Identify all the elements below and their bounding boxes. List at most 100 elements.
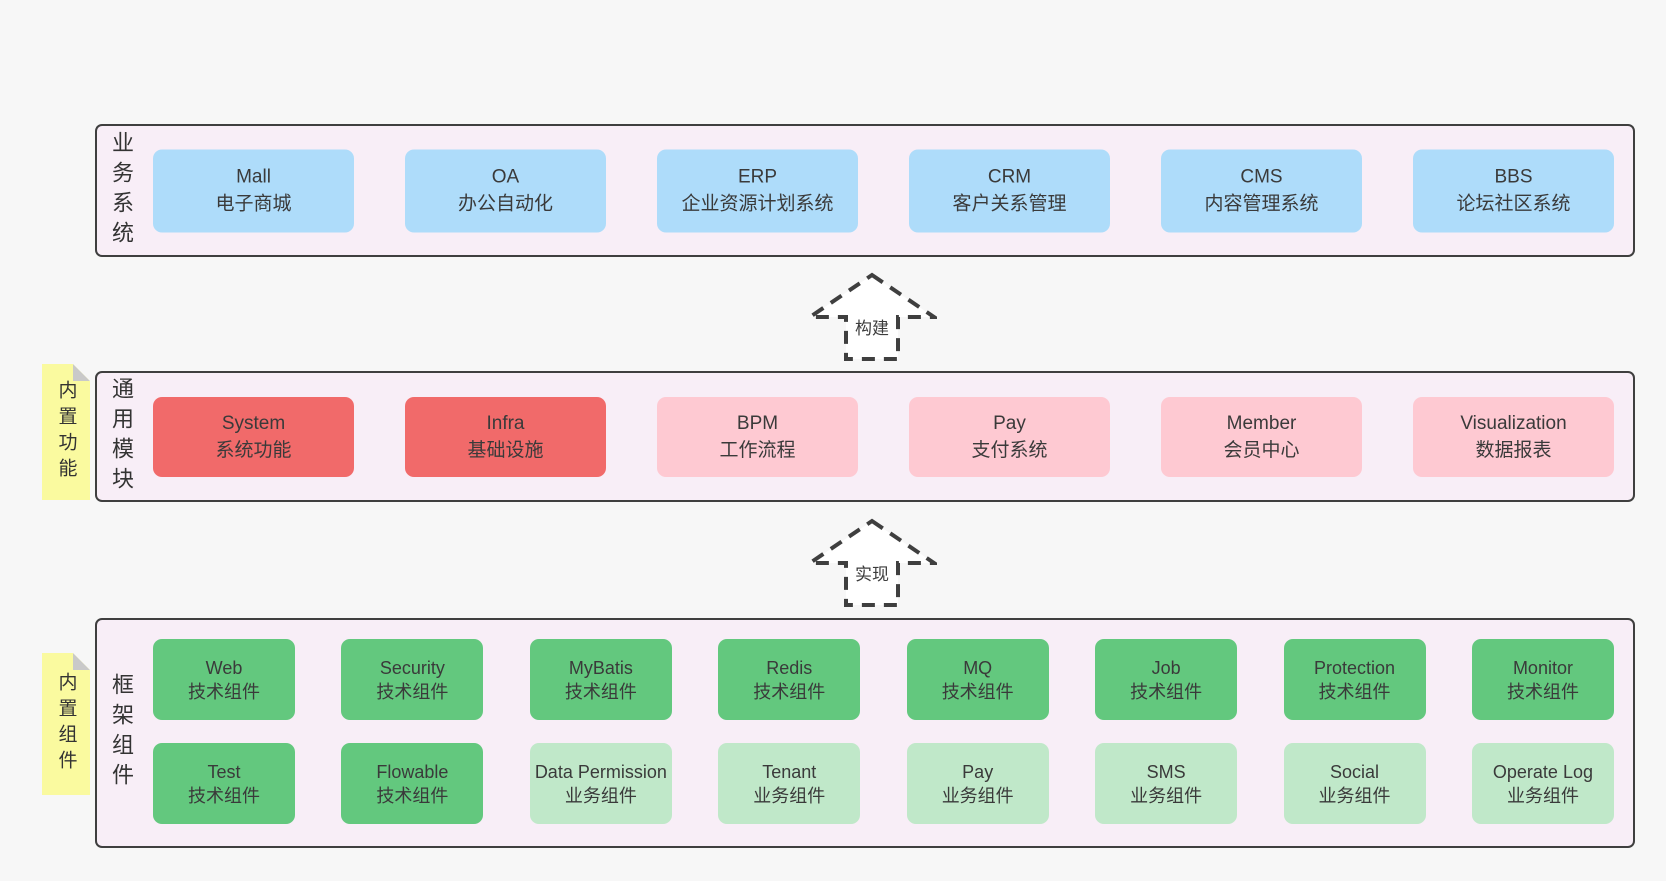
- component-box-protection: Protection 技术组件: [1283, 639, 1426, 720]
- box-title: Protection: [1314, 657, 1396, 678]
- box-title: CRM: [987, 166, 1032, 188]
- sticky-fold-corner: [73, 364, 90, 381]
- box-subtitle: 企业资源计划系统: [681, 193, 834, 215]
- box-title: Test: [207, 761, 241, 782]
- box-subtitle: 基础设施: [467, 439, 544, 461]
- box-title: Mall: [236, 166, 271, 188]
- system-box-cms: CMS 内容管理系统: [1161, 149, 1362, 232]
- implement-arrow: 实现: [807, 518, 937, 608]
- system-box-bbs: BBS 论坛社区系统: [1413, 149, 1614, 232]
- box-subtitle: 会员中心: [1223, 439, 1300, 461]
- common-modules-label: 通用模块: [109, 376, 134, 497]
- box-title: Visualization: [1460, 412, 1567, 434]
- box-subtitle: 支付系统: [971, 439, 1048, 461]
- box-subtitle: 技术组件: [753, 681, 826, 702]
- box-title: Social: [1330, 761, 1380, 782]
- business-systems-label: 业务系统: [109, 130, 134, 251]
- box-subtitle: 技术组件: [1506, 681, 1579, 702]
- box-title: Job: [1151, 657, 1181, 678]
- box-title: System: [221, 412, 286, 434]
- box-subtitle: 数据报表: [1475, 439, 1552, 461]
- box-subtitle: 内容管理系统: [1204, 193, 1319, 215]
- box-subtitle: 业务组件: [564, 785, 637, 806]
- build-arrow-label: 构建: [853, 314, 891, 339]
- box-subtitle: 技术组件: [188, 681, 260, 702]
- box-title: Tenant: [762, 761, 817, 782]
- component-box-web: Web 技术组件: [153, 639, 295, 720]
- box-subtitle: 技术组件: [564, 681, 637, 702]
- component-box-mybatis: MyBatis 技术组件: [529, 639, 672, 720]
- component-box-tenant: Tenant 业务组件: [718, 743, 861, 824]
- framework-components-label: 框架组件: [109, 673, 134, 793]
- box-title: BBS: [1494, 166, 1533, 188]
- box-title: Infra: [486, 412, 525, 434]
- box-subtitle: 业务组件: [753, 785, 826, 806]
- box-title: Monitor: [1512, 657, 1573, 678]
- component-box-security: Security 技术组件: [341, 639, 484, 720]
- component-box-mq: MQ 技术组件: [906, 639, 1049, 720]
- system-box-erp: ERP 企业资源计划系统: [657, 149, 858, 232]
- system-box-oa: OA 办公自动化: [405, 149, 606, 232]
- box-subtitle: 系统功能: [215, 439, 292, 461]
- box-subtitle: 业务组件: [1130, 785, 1203, 806]
- module-box-member: Member 会员中心: [1161, 396, 1362, 477]
- box-subtitle: 技术组件: [1130, 681, 1203, 702]
- box-subtitle: 客户关系管理: [952, 193, 1067, 215]
- component-box-sms: SMS 业务组件: [1095, 743, 1238, 824]
- module-box-infra: Infra 基础设施: [405, 396, 606, 477]
- common-modules-band: 通用模块 System 系统功能 Infra 基础设施 BPM 工作流程 Pay…: [95, 371, 1635, 502]
- component-box-pay: Pay 业务组件: [906, 743, 1049, 824]
- implement-arrow-label: 实现: [853, 560, 891, 585]
- component-box-test: Test 技术组件: [153, 743, 295, 824]
- box-title: BPM: [736, 412, 779, 434]
- box-subtitle: 业务组件: [941, 785, 1014, 806]
- box-subtitle: 论坛社区系统: [1456, 193, 1571, 215]
- box-subtitle: 工作流程: [719, 439, 796, 461]
- box-title: Web: [205, 657, 243, 678]
- box-title: MQ: [963, 657, 993, 678]
- box-subtitle: 技术组件: [941, 681, 1014, 702]
- box-subtitle: 技术组件: [376, 785, 449, 806]
- system-box-mall: Mall 电子商城: [153, 149, 354, 232]
- box-title: CMS: [1240, 166, 1283, 188]
- builtin-functions-label: 内置功能: [55, 380, 77, 484]
- box-title: ERP: [737, 166, 778, 188]
- framework-components-band: 框架组件 Web 技术组件 Security 技术组件 MyBatis 技术组件…: [95, 618, 1635, 848]
- builtin-components-label: 内置组件: [55, 672, 77, 776]
- module-box-pay: Pay 支付系统: [909, 396, 1110, 477]
- box-title: OA: [491, 166, 520, 188]
- box-title: Pay: [962, 761, 994, 782]
- component-box-flowable: Flowable 技术组件: [341, 743, 484, 824]
- builtin-functions-sticky: 内置功能: [42, 364, 90, 500]
- component-box-operate-log: Operate Log 业务组件: [1471, 743, 1614, 824]
- component-box-job: Job 技术组件: [1095, 639, 1238, 720]
- system-box-crm: CRM 客户关系管理: [909, 149, 1110, 232]
- builtin-components-sticky: 内置组件: [42, 653, 90, 795]
- module-box-system: System 系统功能: [153, 396, 354, 477]
- component-box-social: Social 业务组件: [1283, 743, 1426, 824]
- sticky-fold-corner: [73, 653, 90, 670]
- box-subtitle: 办公自动化: [457, 193, 553, 215]
- box-subtitle: 技术组件: [1318, 681, 1391, 702]
- component-box-monitor: Monitor 技术组件: [1471, 639, 1614, 720]
- box-title: SMS: [1146, 761, 1186, 782]
- box-title: Member: [1226, 412, 1297, 434]
- box-title: Redis: [766, 657, 813, 678]
- box-subtitle: 业务组件: [1506, 785, 1579, 806]
- box-title: Data Permission: [534, 761, 667, 782]
- framework-components-row-1: Web 技术组件 Security 技术组件 MyBatis 技术组件 Redi…: [153, 639, 1614, 720]
- module-box-visualization: Visualization 数据报表: [1413, 396, 1614, 477]
- framework-components-row-2: Test 技术组件 Flowable 技术组件 Data Permission …: [153, 743, 1614, 824]
- box-subtitle: 技术组件: [376, 681, 449, 702]
- box-title: Security: [379, 657, 445, 678]
- box-subtitle: 电子商城: [215, 193, 292, 215]
- box-subtitle: 技术组件: [188, 785, 260, 806]
- common-modules-row: System 系统功能 Infra 基础设施 BPM 工作流程 Pay 支付系统…: [153, 396, 1614, 477]
- box-title: Flowable: [376, 761, 449, 782]
- business-systems-row: Mall 电子商城 OA 办公自动化 ERP 企业资源计划系统 CRM 客户关系…: [153, 149, 1614, 232]
- box-subtitle: 业务组件: [1318, 785, 1391, 806]
- box-title: Operate Log: [1492, 761, 1593, 782]
- module-box-bpm: BPM 工作流程: [657, 396, 858, 477]
- box-title: MyBatis: [568, 657, 633, 678]
